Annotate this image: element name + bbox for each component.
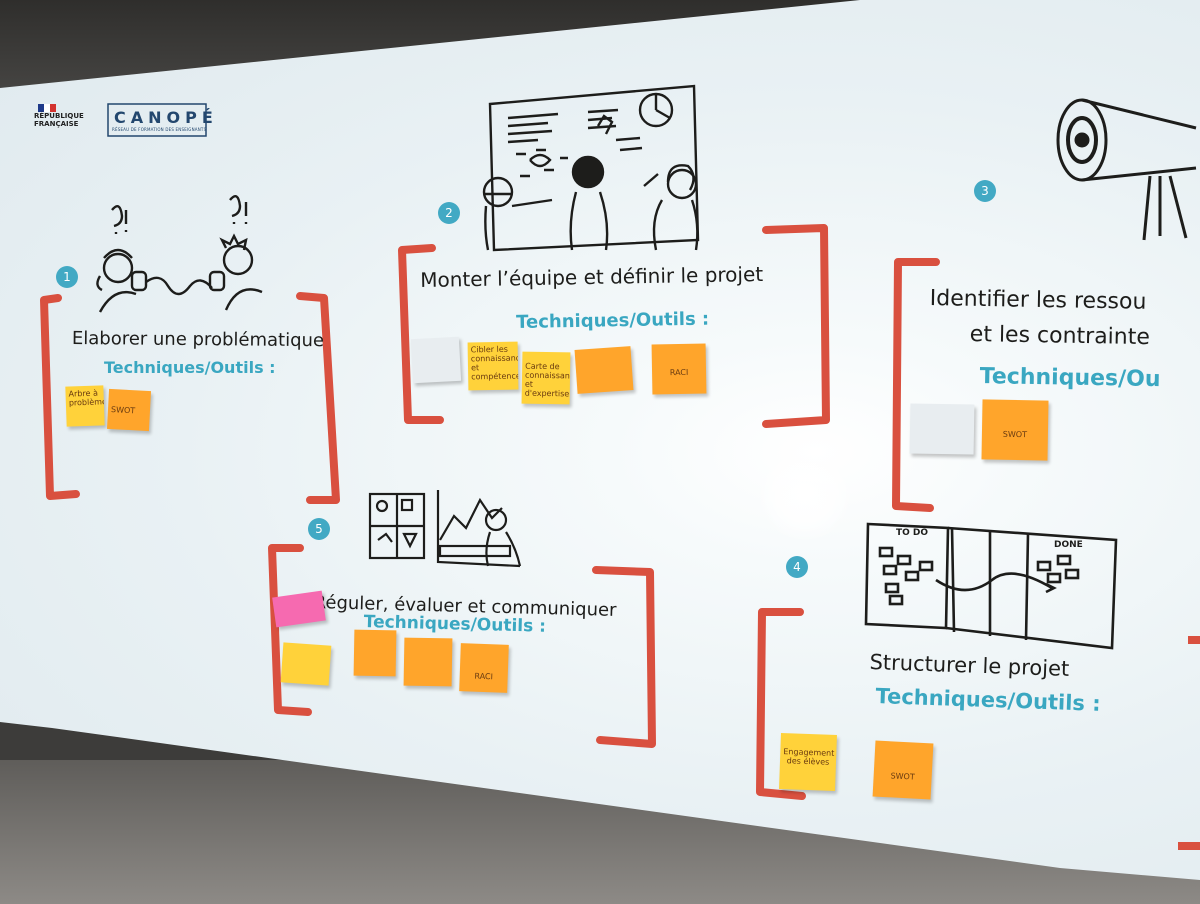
step-3-title-line1: Identifier les ressou <box>929 286 1147 315</box>
sticky-note <box>403 637 453 687</box>
bracket-left-3 <box>892 258 940 512</box>
handwritten-paper-note <box>909 403 975 455</box>
step-3-title-line2: et les contrainte <box>969 322 1151 351</box>
step-number-3: 3 <box>974 180 996 202</box>
sticky-note <box>280 642 332 686</box>
marianne-flag-icon <box>38 104 56 112</box>
canope-logo: CANOPÉ RÉSEAU DE FORMATION DES ENSEIGNAN… <box>108 104 224 132</box>
light-glare <box>760 450 850 540</box>
step-number-4: 4 <box>786 556 808 578</box>
illustration-evaluation <box>368 490 522 568</box>
sticky-note <box>353 629 397 677</box>
sticky-note: SWOT <box>872 740 934 800</box>
kanban-todo-label: TO DO <box>896 528 929 538</box>
bracket-right-5 <box>592 566 656 748</box>
handwritten-paper-note <box>410 336 462 384</box>
bracket-left-5 <box>268 544 312 716</box>
step-number-5: 5 <box>308 518 330 540</box>
sticky-note: Cibler les connaissances et compétences <box>467 341 519 391</box>
bracket-left-2 <box>398 244 444 424</box>
sticky-note: Arbre à problèmes <box>65 385 105 427</box>
canope-wordmark: CANOPÉ <box>114 108 218 127</box>
kanban-done-label: DONE <box>1054 540 1083 550</box>
bracket-left-1 <box>40 294 80 500</box>
illustration-telescope <box>1056 98 1197 241</box>
step-2-tools-label: Techniques/Outils : <box>516 308 710 333</box>
illustration-kanban <box>864 522 1118 650</box>
sticky-note <box>574 346 634 394</box>
sticky-note: SWOT <box>106 388 152 432</box>
step-1-title: Elaborer une problématique <box>71 328 325 352</box>
step-3-tools-label: Techniques/Ou <box>979 364 1161 393</box>
bracket-left-4 <box>756 608 806 800</box>
bracket-right-2 <box>762 224 830 428</box>
illustration-team-whiteboard <box>482 84 700 252</box>
bracket-right-1 <box>296 292 340 504</box>
canope-logo-frame <box>107 103 207 137</box>
step-number-1: 1 <box>56 266 78 288</box>
canope-subtitle: RÉSEAU DE FORMATION DES ENSEIGNANTS <box>112 127 207 132</box>
step-1-tools-label: Techniques/Outils : <box>104 358 276 377</box>
sticky-note: Engagement des élèves <box>779 733 837 791</box>
sticky-note: SWOT <box>981 399 1049 461</box>
step-number-2: 2 <box>438 202 460 224</box>
sticky-note: RACI <box>651 343 707 395</box>
republique-francaise-logo: RÉPUBLIQUE FRANÇAISE <box>34 112 84 128</box>
illustration-communication <box>96 194 263 313</box>
sticky-note: RACI <box>459 643 509 693</box>
sticky-note: Carte de connaissance et d'expertise <box>521 351 571 405</box>
